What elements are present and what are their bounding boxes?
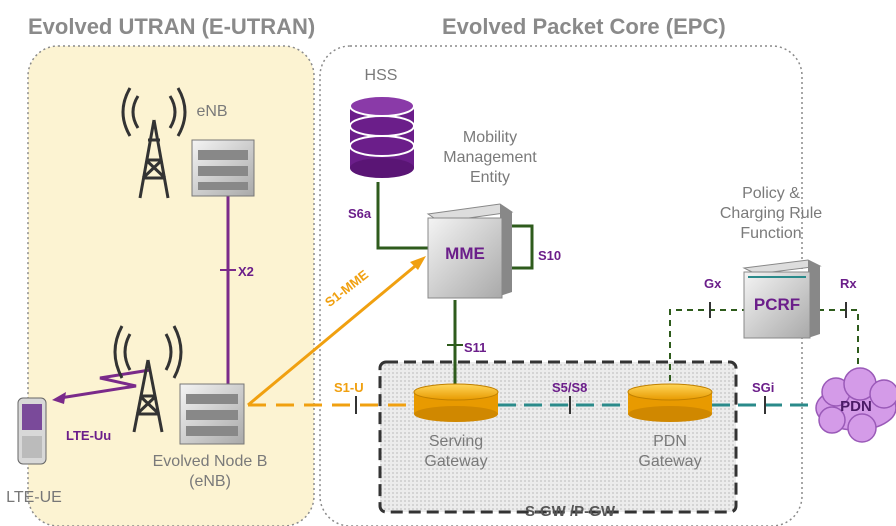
- enb-bottom-box-icon: [179, 383, 245, 445]
- pcrf-caption: Policy & Charging Rule Function: [719, 185, 823, 242]
- rx-link: [818, 309, 859, 378]
- pdn-gateway-icon: [627, 383, 713, 422]
- epc-title: Evolved Packet Core (EPC): [442, 14, 726, 39]
- s6a-label: S6a: [348, 206, 372, 221]
- hss-label: HSS: [364, 67, 398, 84]
- x2-label: X2: [238, 264, 254, 279]
- gx-link: [669, 309, 746, 392]
- enb-top-tower-icon: [121, 87, 187, 199]
- enb-top-box-icon: [191, 139, 255, 197]
- ue-label: LTE-UE: [6, 489, 62, 506]
- s11-label: S11: [464, 340, 487, 355]
- pdn-label: PDN: [840, 398, 872, 415]
- hss-database-icon: [349, 95, 415, 178]
- pcrf-label: PCRF: [753, 295, 801, 314]
- eutran-title: Evolved UTRAN (E-UTRAN): [28, 14, 316, 39]
- lte-uu-link: [59, 368, 151, 400]
- s6a-link: [376, 182, 430, 250]
- pdn-cloud-icon: [815, 367, 896, 443]
- serving-gateway-icon: [413, 383, 499, 422]
- mme-box-icon: [426, 203, 514, 299]
- sgi-label: SGi: [752, 380, 775, 395]
- s10-link: [510, 224, 534, 270]
- epc-region: [319, 45, 803, 526]
- serving-gateway-label: Serving Gateway: [424, 433, 488, 470]
- gx-label: Gx: [704, 276, 722, 291]
- rx-label: Rx: [840, 276, 857, 291]
- s1-mme-link: [247, 260, 421, 407]
- s10-label: S10: [538, 248, 562, 263]
- lte-uu-label: LTE-Uu: [66, 428, 112, 443]
- s5-s8-label: S5/S8: [552, 380, 588, 395]
- mme-caption: Mobility Management Entity: [443, 129, 537, 186]
- enb-bottom-caption: Evolved Node B (eNB): [152, 453, 268, 490]
- pdn-gateway-label: PDN Gateway: [638, 433, 702, 470]
- enb-top-label: eNB: [196, 103, 228, 120]
- mme-label: MME: [445, 244, 485, 263]
- enb-bottom-tower-icon: [113, 325, 183, 433]
- s1-u-label: S1-U: [334, 380, 364, 395]
- sgw-pgw-label: S-GW /P-GW: [525, 503, 615, 520]
- pcrf-box-icon: [742, 259, 822, 339]
- ue-phone-icon: [17, 397, 47, 465]
